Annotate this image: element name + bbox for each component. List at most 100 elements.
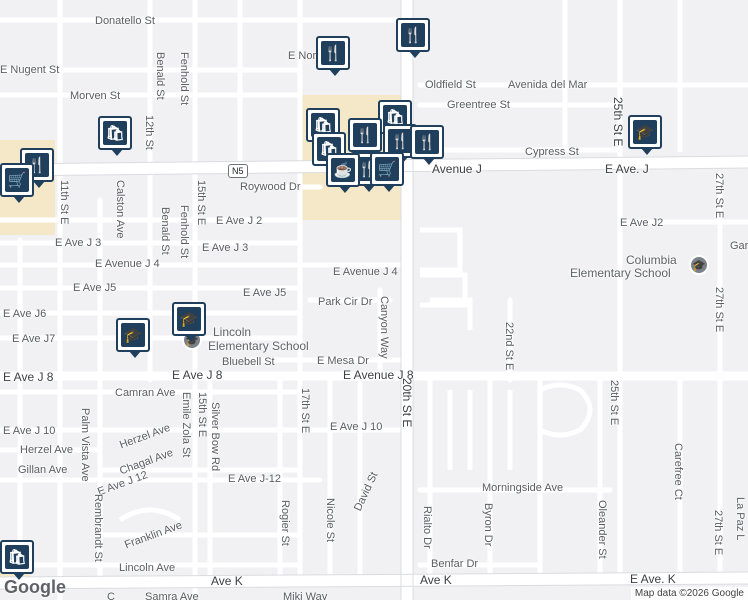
label-lincoln[interactable]: Lincoln <box>213 325 252 339</box>
label-columbia[interactable]: Columbia <box>626 253 677 267</box>
shopping-cart-icon: 🛒 <box>5 168 29 192</box>
label-e-ave-j-2: E Ave J 2 <box>216 215 263 227</box>
label-e-ave-j2: E Ave J2 <box>620 217 664 229</box>
shopping-cart-icon: 🛒 <box>375 157 399 181</box>
label-oleander-st: Oleander St <box>596 500 608 559</box>
label-e-mesa-dr: E Mesa Dr <box>317 355 369 367</box>
restaurant-marker-6[interactable]: 🍴 <box>410 125 444 165</box>
label-la-paz: La Paz L <box>734 497 746 541</box>
label-e-ave-j-8-left: E Ave J 8 <box>3 370 54 384</box>
label-e-ave-j5-left: E Ave J5 <box>73 282 117 294</box>
label-cypress-st: Cypress St <box>525 146 579 158</box>
coffee-cup-icon: ☕ <box>331 158 355 182</box>
fork-knife-icon: 🍴 <box>388 129 412 153</box>
label-herzel-ave-2: Herzel Ave <box>20 444 73 456</box>
restaurant-marker-4[interactable]: 🍴 <box>348 118 382 158</box>
label-silver-bow-rd: Silver Bow Rd <box>209 402 221 472</box>
label-park-cir-dr: Park Cir Dr <box>318 296 373 308</box>
label-11th-st-e: 11th St E <box>58 180 70 225</box>
label-15th-st-e-top: 15th St E <box>195 180 207 226</box>
label-miki-way: Miki Way <box>283 591 328 600</box>
label-e-ave-j-3: E Ave J 3 <box>202 242 249 254</box>
grocery-marker[interactable]: 🛒 <box>0 163 34 203</box>
label-carefree-ct: Carefree Ct <box>672 443 684 500</box>
label-morningside-ave: Morningside Ave <box>482 482 564 494</box>
label-ave-k-left: Ave K <box>211 574 243 588</box>
label-e-ave-j6: E Ave J6 <box>3 308 47 320</box>
label-avenue-j: Avenue J <box>432 162 482 176</box>
label-benald-st: Benald St <box>159 207 171 255</box>
label-c-partial: C <box>107 591 115 600</box>
map-attribution[interactable]: Map data ©2026 Google <box>630 587 748 600</box>
label-e-ave-j: E Ave. J <box>605 162 649 176</box>
highway-shield: N5 <box>228 164 248 178</box>
label-emile-zola-st: Emile Zola St <box>180 392 192 458</box>
label-e-ave-j-3-left: E Ave J 3 <box>55 237 102 249</box>
label-oldfield-st: Oldfield St <box>425 79 476 91</box>
label-e-ave-j-12: E Ave J-12 <box>228 473 281 485</box>
label-morven-st: Morven St <box>70 90 121 102</box>
label-rogier-st: Rogier St <box>279 500 291 546</box>
label-rembrandt-st: Rembrandt St <box>92 494 104 562</box>
label-calston-ave: Calston Ave <box>114 180 126 239</box>
label-e-ave-j7: E Ave J7 <box>12 333 56 345</box>
shopping-marker-5[interactable]: 🛍 <box>0 540 34 580</box>
label-e-avenue-j-4: E Avenue J 4 <box>333 266 398 278</box>
label-27th-st-e-top: 27th St E <box>713 173 725 219</box>
label-17th-st-e: 17th St E <box>299 388 311 434</box>
graduation-cap-icon: 🎓 <box>121 323 145 347</box>
fork-knife-icon: 🍴 <box>401 23 425 47</box>
graduation-cap-icon: 🎓 <box>633 120 657 144</box>
school-marker-2[interactable]: 🎓 <box>116 318 150 358</box>
label-rialto-dr: Rialto Dr <box>421 506 433 549</box>
label-columbia-elementary[interactable]: Elementary School <box>570 266 671 280</box>
label-palm-vista-ave: Palm Vista Ave <box>79 408 91 482</box>
label-e-avenue-j-8: E Avenue J 8 <box>343 368 414 382</box>
shopping-marker[interactable]: 🛍 <box>98 116 132 156</box>
label-12th-st: 12th St <box>143 115 155 150</box>
label-e-ave-j-10: E Ave J 10 <box>330 421 383 433</box>
label-20th-st-e: 20th St E <box>400 378 414 428</box>
restaurant-marker-2[interactable]: 🍴 <box>396 18 430 58</box>
label-benald-st-top: Benald St <box>154 52 166 100</box>
label-nicole-st: Nicole St <box>324 498 336 543</box>
fork-knife-icon: 🍴 <box>415 130 439 154</box>
label-camran-ave: Camran Ave <box>115 387 176 399</box>
graduation-cap-icon: 🎓 <box>177 307 201 331</box>
label-benfar-dr: Benfar Dr <box>431 558 479 570</box>
fork-knife-icon: 🍴 <box>353 123 377 147</box>
label-gillan-ave: Gillan Ave <box>18 464 68 476</box>
label-lincoln-elementary[interactable]: Elementary School <box>208 339 309 353</box>
label-e-ave-j-10-left: E Ave J 10 <box>3 425 56 437</box>
school-marker[interactable]: 🎓 <box>628 115 662 155</box>
label-fenhold-st: Fenhold St <box>178 205 190 259</box>
label-samra-ave: Samra Ave <box>145 591 199 600</box>
label-roywood-dr: Roywood Dr <box>240 181 301 193</box>
label-25th-st-e-top: 25th St E <box>611 97 625 147</box>
label-byron-dr: Byron Dr <box>482 503 494 547</box>
label-e-ave-j-8-mid: E Ave J 8 <box>172 368 223 382</box>
school-place-icon[interactable]: 🎓 <box>689 255 709 275</box>
restaurant-marker[interactable]: 🍴 <box>316 36 350 76</box>
google-logo: Google <box>4 577 66 597</box>
label-15th-st-e: 15th St E <box>196 392 208 438</box>
label-avenida-del-mar: Avenida del Mar <box>508 79 588 91</box>
shopping-bag-icon: 🛍 <box>103 121 127 145</box>
fork-knife-icon: 🍴 <box>321 41 345 65</box>
label-e-avenue-j-4-left: E Avenue J 4 <box>95 258 160 270</box>
grocery-marker-2[interactable]: 🛒 <box>370 152 404 192</box>
cafe-marker[interactable]: ☕ <box>326 153 360 193</box>
label-e-ave-k: E Ave. K <box>630 572 676 586</box>
label-gar: Gar <box>730 240 748 252</box>
label-25th-st-e-low: 25th St E <box>608 380 620 426</box>
label-fenhold-st-top: Fenhold St <box>178 52 190 106</box>
label-e-nor: E Nor <box>288 50 317 62</box>
shopping-bag-icon: 🛍 <box>5 545 29 569</box>
label-donatello-st: Donatello St <box>95 15 155 27</box>
label-canyon-way: Canyon Way <box>378 296 390 359</box>
label-27th-st-e-low: 27th St E <box>712 510 724 556</box>
label-22nd-st-e: 22nd St E <box>503 322 515 371</box>
school-marker-3[interactable]: 🎓 <box>172 302 206 342</box>
label-27th-st-e-mid: 27th St E <box>713 287 725 333</box>
